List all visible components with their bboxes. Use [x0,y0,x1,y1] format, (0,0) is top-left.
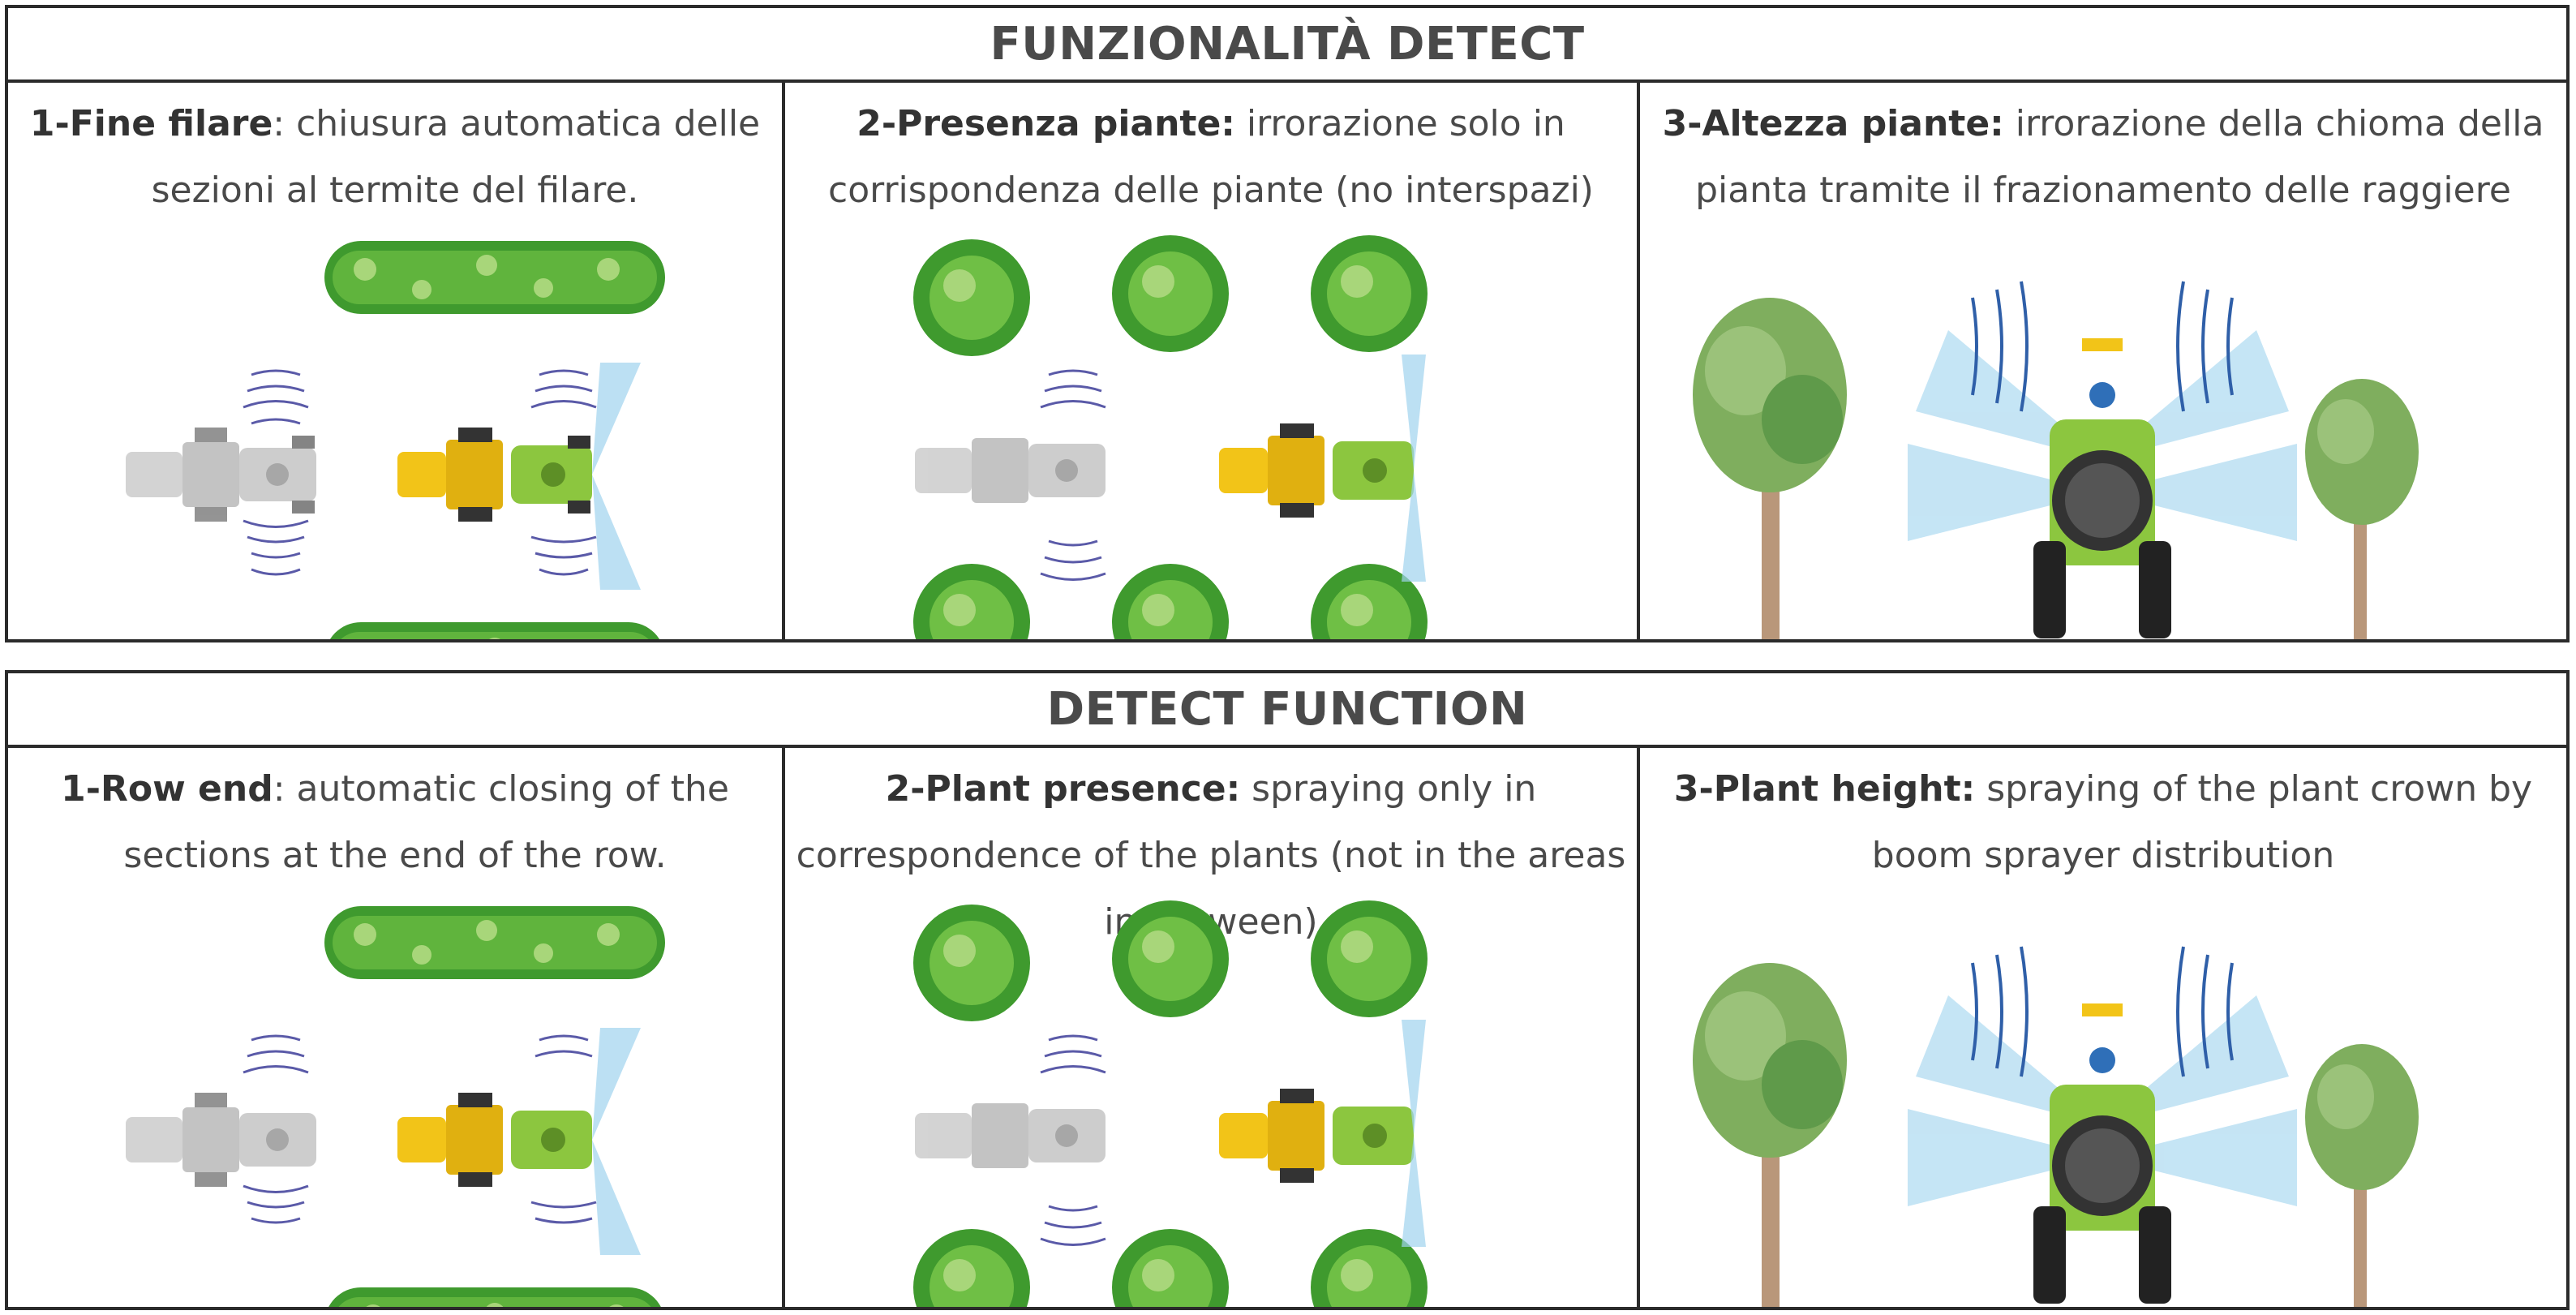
caption: 1-Row end: automatic closing of the sect… [61,768,729,876]
ghost-sensor-waves [243,369,309,576]
row-end-illustration [126,906,665,1307]
spray-fan-top [1402,355,1426,471]
cell-row-end: 1-Fine filare: chiusura automatica delle… [8,83,785,639]
spray-fan-top [1402,1020,1426,1136]
spray-fan-top [592,363,641,475]
caption: 3-Plant height: spraying of the plant cr… [1673,768,2533,876]
ghost-sensor-waves [243,1034,309,1224]
caption: 3-Altezza piante: irrorazione della chio… [1662,103,2544,211]
table-title: DETECT FUNCTION [8,673,2566,748]
hedge-bottom [328,1287,661,1307]
table-title: FUNZIONALITÀ DETECT [8,8,2566,83]
active-sensor-waves [530,1034,597,1224]
detect-table-italian: FUNZIONALITÀ DETECT 1-Fine filare: chius… [5,5,2570,642]
plant-height-illustration [1693,946,2419,1307]
tree-right [2305,1044,2419,1307]
cell-plant-height: 3-Altezza piante: irrorazione della chio… [1640,83,2566,639]
spray-fan-bottom [1402,471,1426,582]
cell-row-end: 1-Row end: automatic closing of the sect… [8,748,785,1307]
caption: 2-Presenza piante: irrorazione solo in c… [828,103,1594,211]
ghost-sensor-waves [1040,1034,1106,1246]
tree-right [2305,379,2419,639]
active-tractor [397,1093,592,1187]
spray-fan-bottom [1402,1136,1426,1247]
plant-height-illustration [1693,281,2419,639]
ghost-sensor-waves [1040,369,1106,581]
plant-presence-illustration [913,235,1428,639]
cell-plant-presence: 2-Presenza piante: irrorazione solo in c… [785,83,1640,639]
ghost-tractor [126,428,316,522]
plant-bushes [913,900,1428,1307]
ghost-tractor [126,1093,316,1187]
hedge-top [324,241,665,314]
spray-fan-bottom [592,1140,641,1255]
caption: 1-Fine filare: chiusura automatica delle… [29,103,761,211]
sensor-waves [1971,946,2234,1077]
tree-left [1693,963,1847,1307]
active-sensor-waves [530,369,597,576]
cell-plant-presence: 2-Plant presence: spraying only in corre… [785,748,1640,1307]
cell-plant-height: 3-Plant height: spraying of the plant cr… [1640,748,2566,1307]
plant-presence-illustration [913,900,1428,1307]
active-tractor [1219,423,1414,518]
ghost-tractor [915,438,1106,503]
sprayer-rear [2033,1003,2171,1304]
spray-fan-bottom [592,475,641,590]
plant-bushes [913,235,1428,639]
active-tractor [397,428,592,522]
active-tractor [1219,1089,1414,1183]
hedge-top [324,906,665,979]
row-end-illustration [126,241,665,639]
ghost-tractor [915,1103,1106,1168]
hedge-bottom [329,622,660,639]
detect-table-english: DETECT FUNCTION 1-Row end: automatic clo… [5,670,2570,1310]
caption: 2-Plant presence: spraying only in corre… [796,768,1626,943]
sprayer-rear [2033,338,2171,638]
sensor-waves [1971,281,2234,412]
spray-fan-top [592,1028,641,1140]
tree-left [1693,298,1847,639]
